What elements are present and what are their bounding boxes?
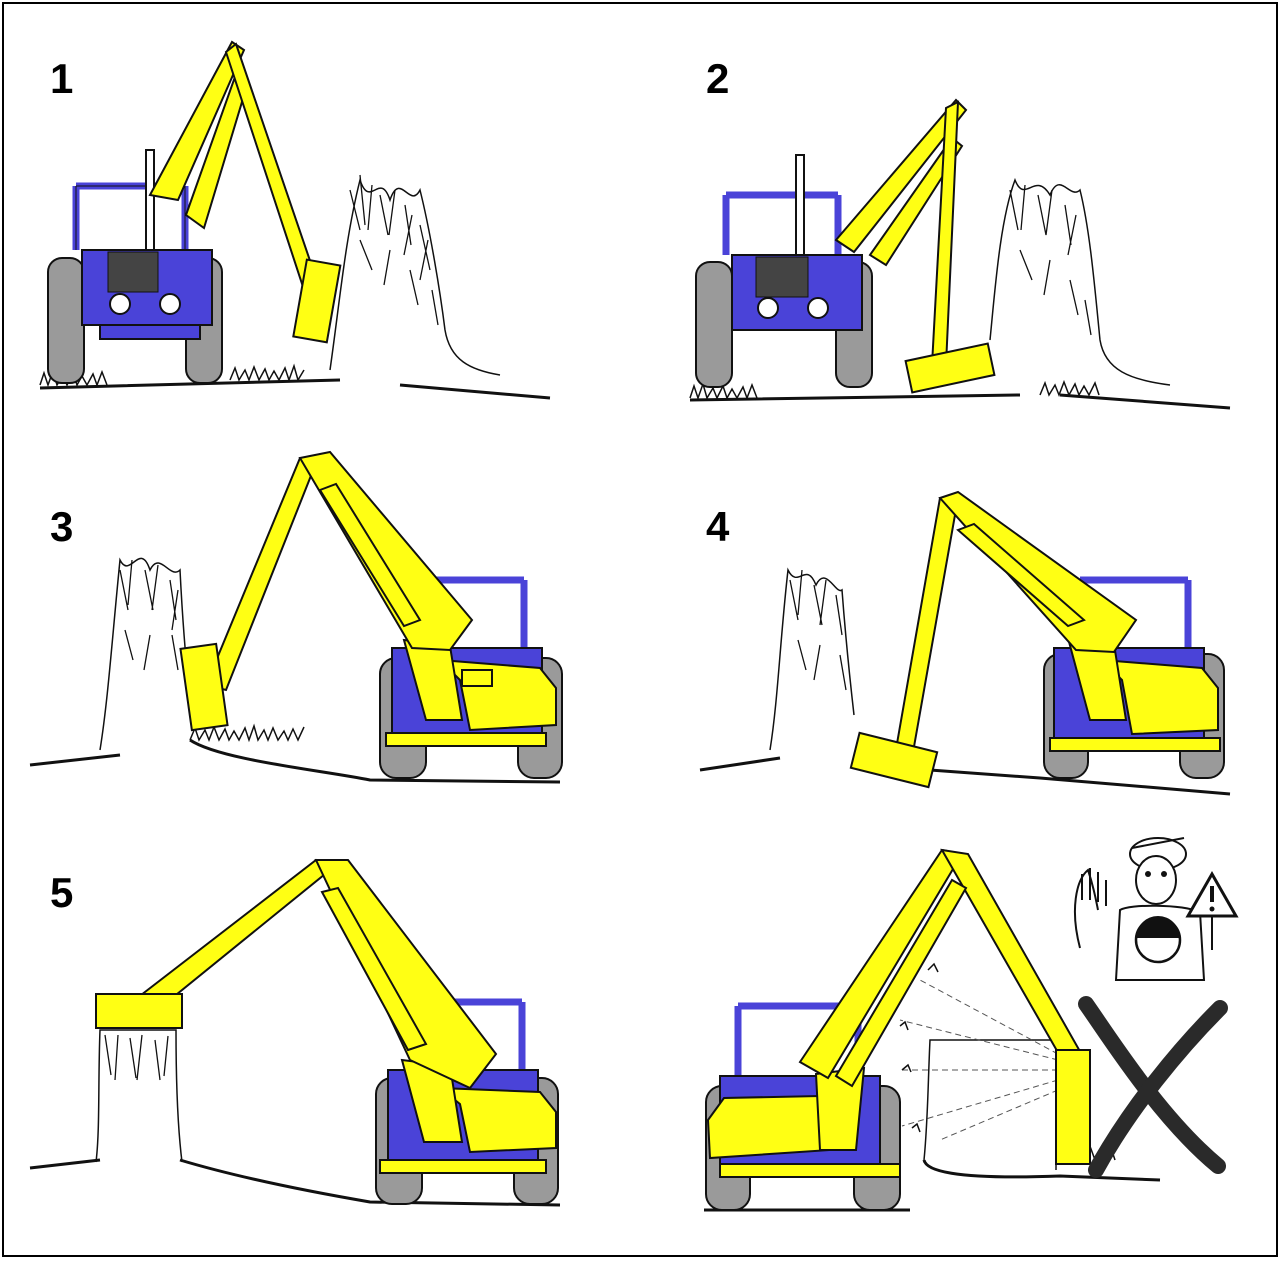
panel-1: 1 [0, 0, 640, 420]
tractor-rear-flail-hedge-top-icon [0, 830, 640, 1250]
tractor-rear-flail-hedge-side-icon [0, 420, 640, 830]
panel-5: 5 [0, 830, 640, 1250]
panel-4: 4 [640, 420, 1280, 830]
stop-warning-mascot-icon [1040, 830, 1240, 990]
tractor-front-flail-hedge-low-icon [640, 0, 1280, 420]
panel-2: 2 [640, 0, 1280, 420]
panel-3: 3 [0, 420, 640, 830]
tractor-rear-flail-hedge-low-icon [640, 420, 1280, 830]
panel-6 [640, 830, 1280, 1250]
tractor-front-flail-hedge-side-icon [0, 0, 640, 420]
prohibited-cross-icon [1070, 998, 1240, 1178]
